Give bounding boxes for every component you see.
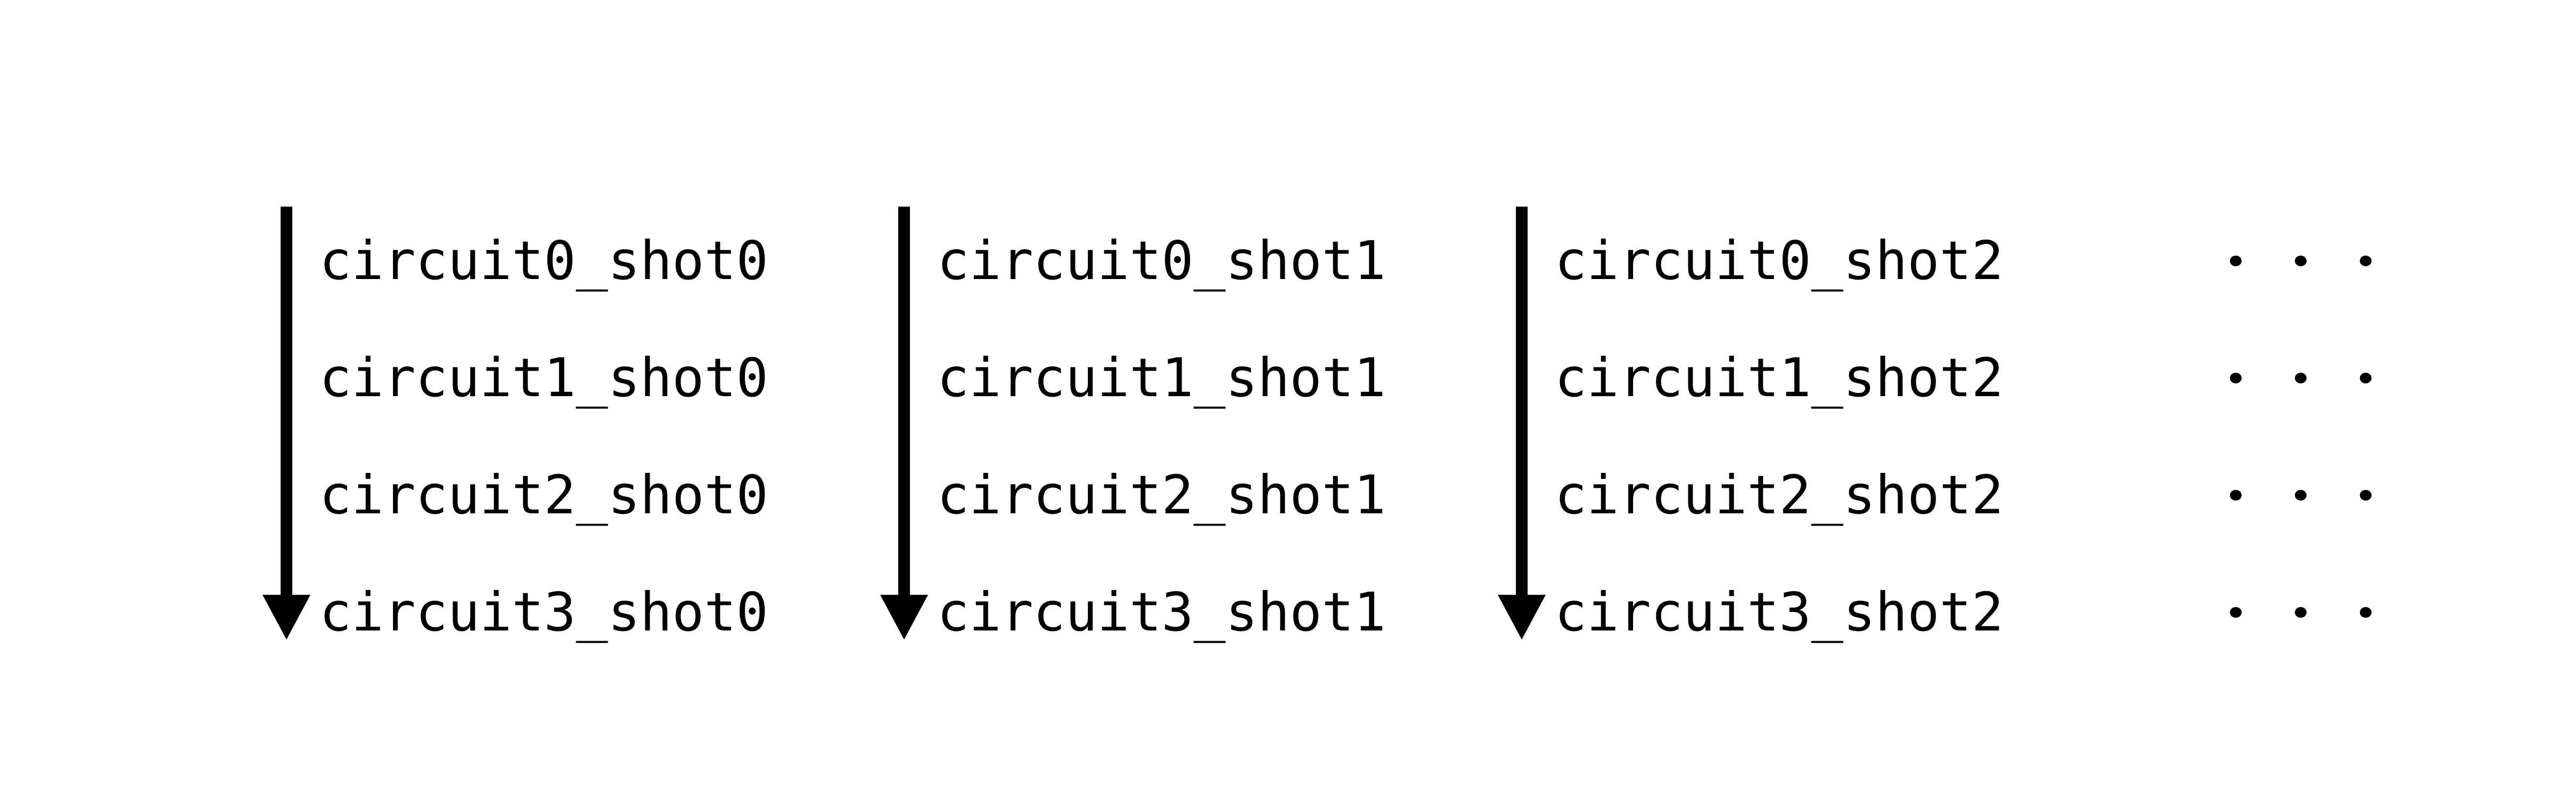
ellipsis-row bbox=[2230, 580, 2372, 644]
circuit-shot-label: circuit0_shot0 bbox=[319, 230, 768, 292]
arrow-shaft-icon bbox=[1516, 207, 1528, 595]
ellipsis-dot-icon bbox=[2295, 607, 2307, 618]
ellipsis-dot-icon bbox=[2295, 256, 2307, 266]
down-arrow-shot1 bbox=[880, 0, 928, 640]
ellipsis-dot-icon bbox=[2230, 373, 2242, 383]
arrow-head-icon bbox=[262, 595, 310, 640]
ellipsis-dot-icon bbox=[2295, 373, 2307, 383]
ellipsis-dot-icon bbox=[2230, 607, 2242, 618]
circuit-shot-label: circuit2_shot2 bbox=[1555, 464, 2004, 526]
circuit-shot-label: circuit2_shot0 bbox=[319, 464, 768, 526]
ellipsis-row bbox=[2230, 346, 2372, 410]
circuit-shot-label: circuit3_shot0 bbox=[319, 581, 768, 643]
arrow-shaft-icon bbox=[898, 207, 910, 595]
down-arrow-shot0 bbox=[262, 0, 310, 640]
ellipsis-dot-icon bbox=[2230, 490, 2242, 501]
circuit-shot-label: circuit1_shot2 bbox=[1555, 347, 2004, 409]
ellipsis-dot-icon bbox=[2230, 256, 2242, 266]
circuit-shot-label: circuit0_shot1 bbox=[937, 230, 1386, 292]
circuit-shot-label: circuit3_shot1 bbox=[937, 581, 1386, 643]
arrow-head-icon bbox=[1498, 595, 1546, 640]
ellipsis-dot-icon bbox=[2360, 373, 2372, 383]
ellipsis-dot-icon bbox=[2360, 256, 2372, 266]
ellipsis-dot-icon bbox=[2360, 490, 2372, 501]
circuit-shot-label: circuit1_shot1 bbox=[937, 347, 1386, 409]
down-arrow-shot2 bbox=[1498, 0, 1546, 640]
ellipsis-row bbox=[2230, 463, 2372, 527]
circuit-shot-label: circuit1_shot0 bbox=[319, 347, 768, 409]
arrow-head-icon bbox=[880, 595, 928, 640]
ellipsis-dot-icon bbox=[2360, 607, 2372, 618]
arrow-shaft-icon bbox=[281, 207, 292, 595]
ellipsis-dot-icon bbox=[2295, 490, 2307, 501]
circuit-shot-label: circuit2_shot1 bbox=[937, 464, 1386, 526]
circuit-shot-label: circuit0_shot2 bbox=[1555, 230, 2004, 292]
circuit-shot-label: circuit3_shot2 bbox=[1555, 581, 2004, 643]
ellipsis-row bbox=[2230, 229, 2372, 293]
